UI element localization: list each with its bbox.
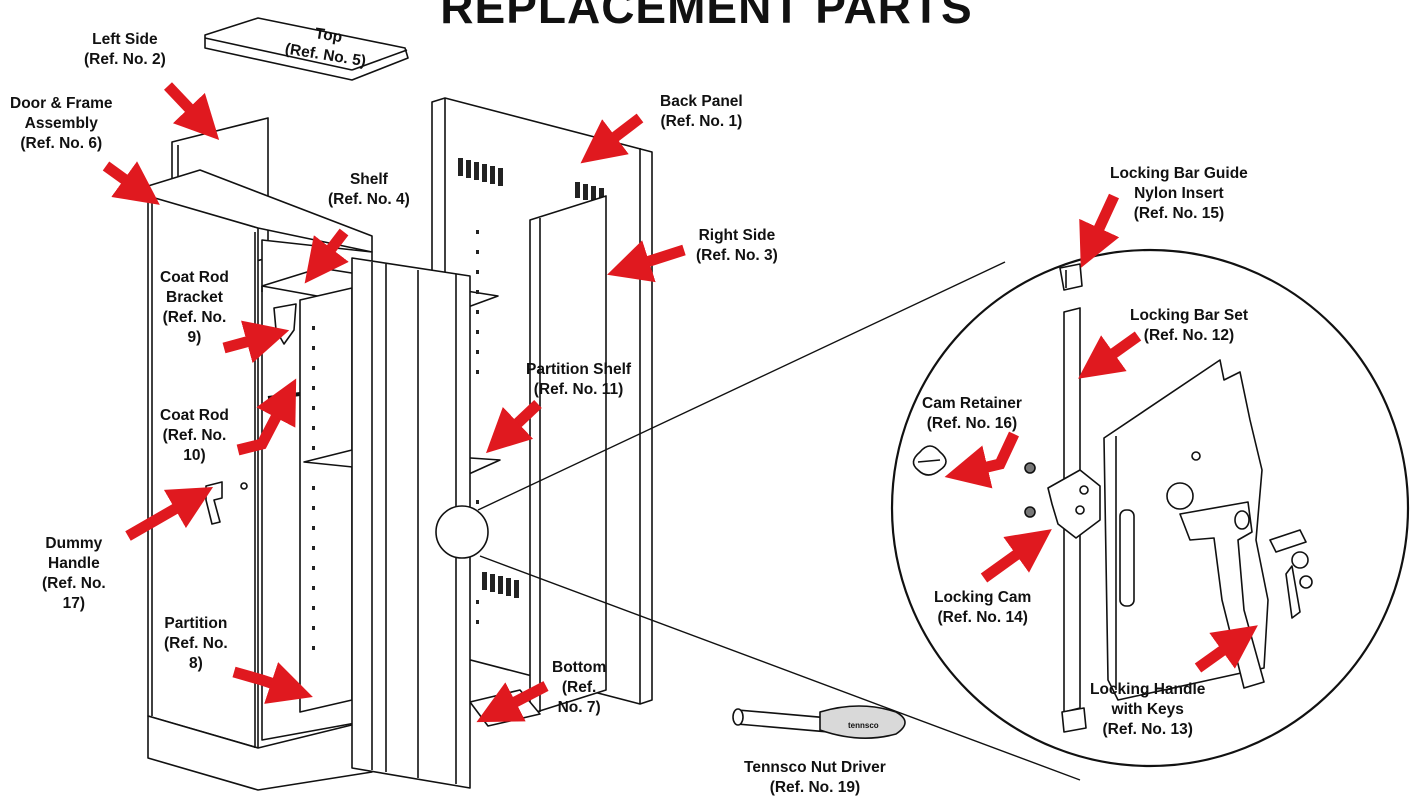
label-bottom: Bottom(Ref.No. 7) [552,659,607,716]
label-nut-driver: Tennsco Nut Driver(Ref. No. 19) [744,759,886,796]
arrow-locking-handle [1194,625,1258,673]
zoom-source-circle [435,505,489,559]
keys-icon [1269,529,1313,619]
arrow-locking-bar-set [1078,331,1142,379]
arrow-bottom [476,681,549,723]
arrow-left-side [164,82,220,140]
label-left-side: Left Side(Ref. No. 2) [84,31,166,68]
driver-brand-text: tennsco [848,721,879,730]
label-coat-rod: Coat Rod(Ref. No.10) [160,407,229,464]
cam-screw-lower [1024,506,1036,518]
label-partition: Partition(Ref. No.8) [164,615,228,672]
label-shelf: Shelf(Ref. No. 4) [328,171,410,208]
arrow-coat-rod-bracket [222,320,290,364]
arrow-locking-cam [980,529,1052,583]
arrow-shelf [304,228,349,284]
right-door [351,257,471,789]
arrow-locking-bar-guide [1079,193,1120,268]
partition-holes [312,326,315,650]
arrow-dummy-handle [125,487,214,541]
label-back-panel: Back Panel(Ref. No. 1) [660,93,743,130]
arrow-right-side [607,240,686,283]
cam-screw-upper [1024,462,1036,474]
arrow-cam-retainer [944,431,1019,489]
arrow-coat-rod [236,378,297,456]
locking-bar-guide [1059,263,1083,291]
cabinet-base [147,715,373,791]
arrow-door-frame [102,161,160,205]
top-panel [204,17,409,81]
back-vents [458,158,604,598]
arrow-partition-shelf [486,400,542,454]
partition [299,287,353,713]
arrow-partition [232,662,313,704]
arrow-back-panel [580,113,644,164]
label-partition-shelf: Partition Shelf(Ref. No. 11) [526,361,632,398]
label-locking-bar-set: Locking Bar Set(Ref. No. 12) [1130,307,1248,344]
label-right-side: Right Side(Ref. No. 3) [696,227,778,264]
label-locking-cam: Locking Cam(Ref. No. 14) [934,589,1032,626]
right-side-panel [529,195,607,715]
nut-driver-icon [732,705,906,739]
label-cam-retainer: Cam Retainer(Ref. No. 16) [922,395,1022,432]
locking-bar-guide-lower [1061,707,1087,733]
page-title: REPLACEMENT PARTS [440,0,973,33]
